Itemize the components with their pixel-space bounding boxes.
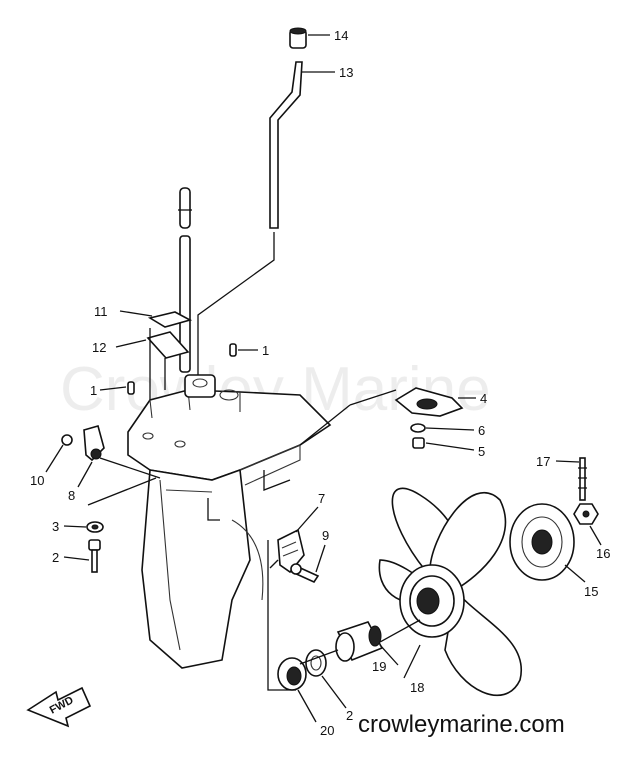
bolt-part-5 (412, 437, 425, 449)
callout-4: 4 (480, 391, 487, 406)
pin-part-1-left (127, 381, 135, 395)
callout-8: 8 (68, 488, 75, 503)
callout-6: 6 (478, 423, 485, 438)
shift-rod (178, 187, 192, 373)
callout-16: 16 (596, 546, 610, 561)
anode-part-4 (394, 387, 464, 417)
fwd-arrow-icon: FWD (26, 686, 92, 728)
spacer-part-20 (277, 657, 307, 691)
lower-casing (127, 374, 332, 669)
callout-12: 12 (92, 340, 106, 355)
callout-17: 17 (536, 454, 550, 469)
callout-20: 20 (320, 723, 334, 738)
callout-1-upper: 1 (262, 343, 269, 358)
grommet-part-14 (289, 27, 307, 49)
propeller-part-18 (378, 487, 523, 697)
callout-19: 19 (372, 659, 386, 674)
shift-cable (197, 61, 303, 375)
nut-part-10 (61, 434, 73, 446)
callout-1-left: 1 (90, 383, 97, 398)
callout-9: 9 (322, 528, 329, 543)
bushing-part-19 (335, 621, 384, 662)
plate-part-12 (146, 331, 190, 359)
callout-10: 10 (30, 473, 44, 488)
callout-7: 7 (318, 491, 325, 506)
callout-3: 3 (52, 519, 59, 534)
bolt-part-17 (578, 457, 587, 501)
plate-part-11 (147, 311, 193, 328)
callout-2-left: 2 (52, 550, 59, 565)
leader-frames (87, 328, 421, 691)
site-footer: crowleymarine.com (358, 711, 565, 738)
callout-labels: 14 13 11 12 1 1 4 6 5 10 8 17 16 7 9 3 2… (30, 28, 610, 738)
bolt-part-2-left (88, 539, 101, 573)
callout-5: 5 (478, 444, 485, 459)
nut-part-16 (573, 503, 599, 525)
screw-part-9 (290, 563, 320, 584)
washer-part-2-right (305, 649, 327, 677)
washer-part-6 (410, 423, 426, 433)
callout-11: 11 (94, 304, 108, 319)
pin-part-1-upper (229, 343, 237, 357)
callout-14: 14 (334, 28, 348, 43)
callout-13: 13 (339, 65, 353, 80)
callout-18: 18 (410, 680, 424, 695)
callout-15: 15 (584, 584, 598, 599)
callout-2-right: 2 (346, 708, 353, 723)
washer-part-15 (509, 503, 575, 581)
callout-leaders (45, 34, 602, 723)
